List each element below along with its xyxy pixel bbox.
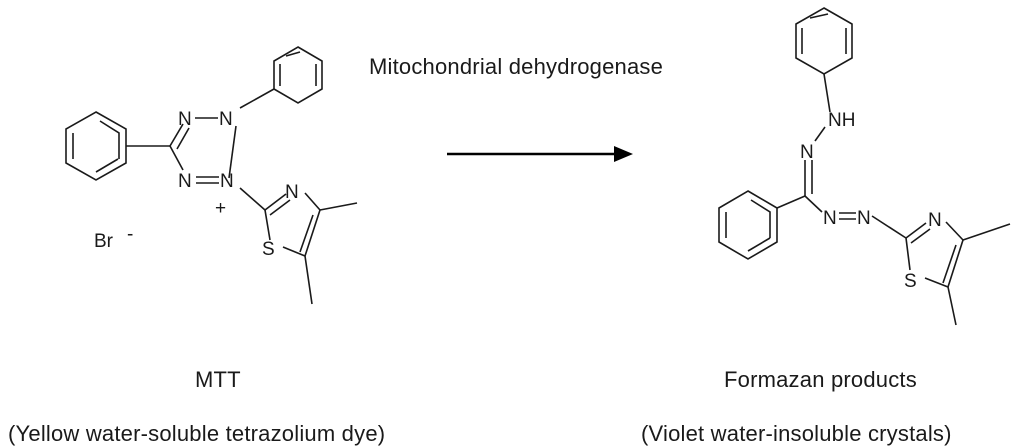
mtt-counterion: Br [94, 231, 114, 252]
reactant-name: MTT [195, 367, 241, 392]
mtt-positive-charge: + [215, 198, 226, 219]
reactant-description: (Yellow water-soluble tetrazolium dye) [8, 421, 386, 446]
product-name: Formazan products [724, 367, 917, 392]
formazan-atom-n-hydrazone: N [800, 142, 814, 163]
mtt-thiazole-ring [264, 192, 358, 305]
product-description: (Violet water-insoluble crystals) [641, 421, 952, 446]
enzyme-label: Mitochondrial dehydrogenase [369, 54, 664, 79]
mtt-left-phenyl-ring [65, 111, 127, 181]
formazan-atom-n-azo-2: N [857, 208, 871, 229]
mtt-atom-n-thiazole: N [285, 182, 299, 203]
mtt-atom-n1: N [178, 109, 192, 130]
mtt-atom-n2: N [219, 109, 233, 130]
formazan-thiazole-ring [905, 221, 1011, 326]
mtt-structure: N N N N N S + Br - [65, 46, 358, 305]
mtt-atom-n4: N [220, 171, 234, 192]
mtt-atom-n3: N [178, 171, 192, 192]
mtt-top-phenyl-ring [273, 46, 323, 104]
formazan-atom-s-thiazole: S [904, 271, 917, 292]
reaction-arrow [447, 146, 633, 162]
formazan-structure: NH N N N N S [718, 7, 1011, 326]
mtt-counterion-charge: - [127, 224, 133, 245]
formazan-atom-n-azo-1: N [823, 208, 837, 229]
formazan-left-phenyl-ring [718, 190, 778, 260]
formazan-atom-n-thiazole: N [928, 210, 942, 231]
mtt-atom-s-thiazole: S [262, 239, 275, 260]
formazan-atom-nh: NH [828, 110, 855, 131]
formazan-top-phenyl-ring [795, 7, 853, 75]
